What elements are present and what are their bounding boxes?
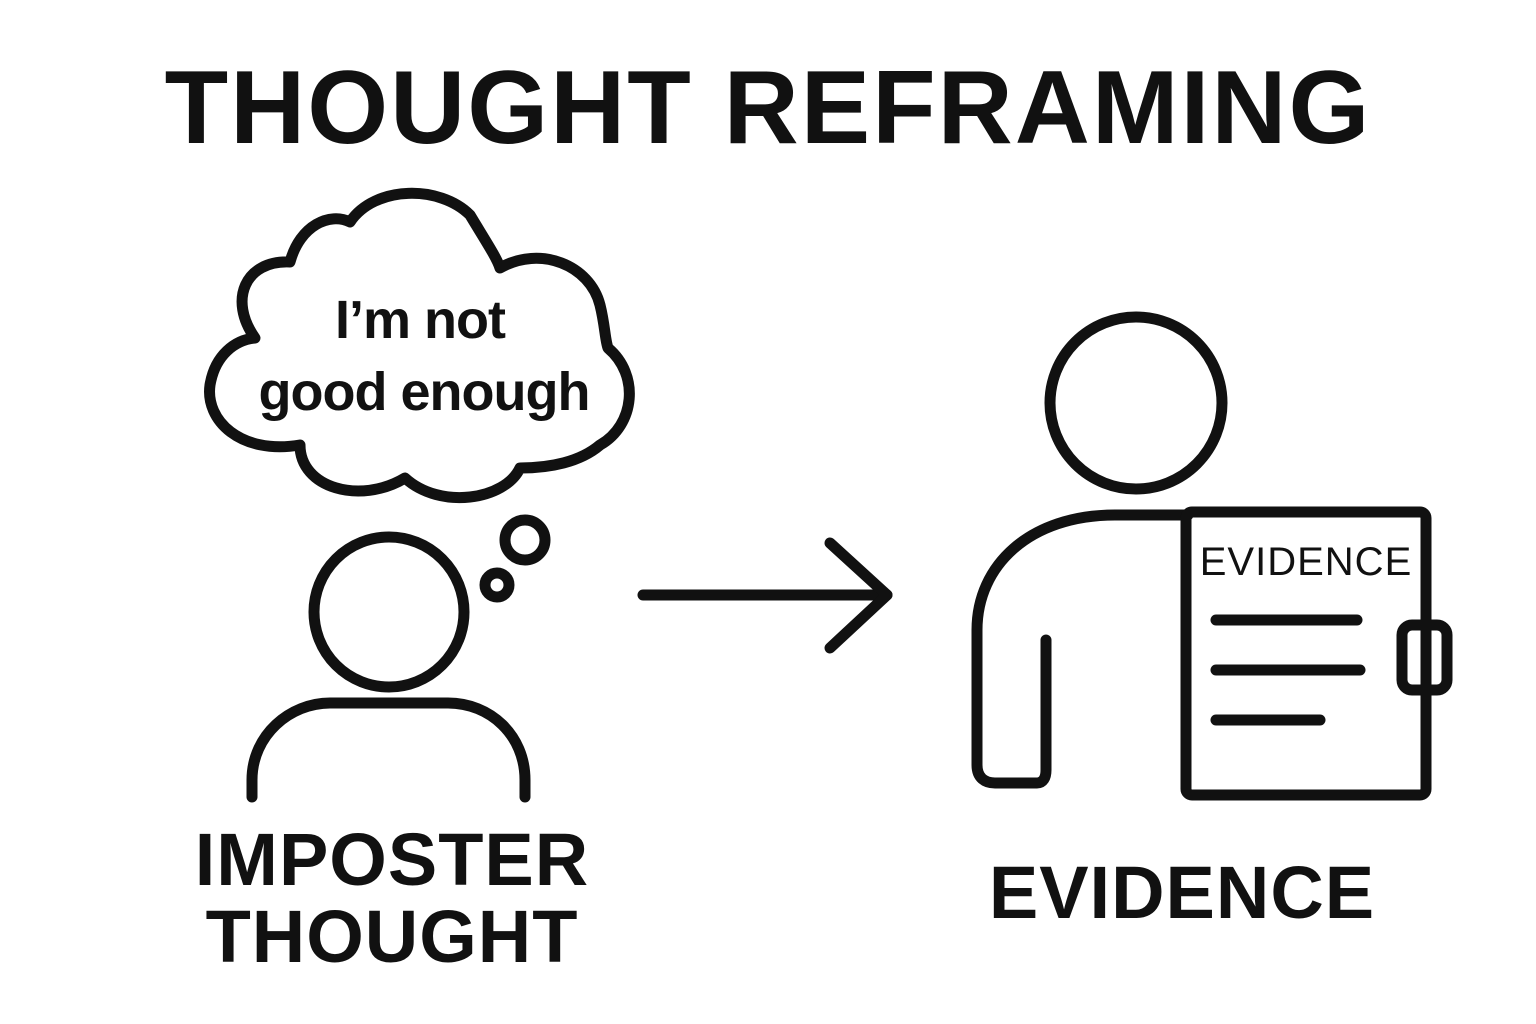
person-with-document-icon: EVIDENCE: [971, 311, 1453, 801]
thought-dot-large: [499, 514, 551, 566]
bubble-line-2: good enough: [259, 362, 590, 422]
thought-cloud-icon: [204, 187, 635, 503]
document-page: [1180, 506, 1432, 801]
document-title: EVIDENCE: [1200, 540, 1413, 584]
left-label-line-1: IMPOSTER: [195, 818, 589, 901]
arrow-head: [824, 537, 893, 654]
bubble-line-1: I’m not: [335, 290, 506, 350]
hand-holding-document: [1396, 619, 1453, 696]
left-label-line-2: THOUGHT: [206, 895, 579, 978]
thought-bubble: I’m not good enough: [204, 187, 635, 603]
person-thinking-icon: [246, 531, 531, 803]
left-person-body: [246, 697, 531, 803]
right-person-head: [1044, 311, 1228, 495]
evidence-document: EVIDENCE: [1180, 506, 1453, 801]
right-label: EVIDENCE: [989, 851, 1375, 934]
right-person-body: [971, 509, 1194, 789]
arrow-right-icon: [637, 537, 893, 654]
left-person-head: [308, 531, 470, 693]
thought-dot-small: [479, 567, 515, 603]
diagram-title: THOUGHT REFRAMING: [165, 50, 1372, 166]
